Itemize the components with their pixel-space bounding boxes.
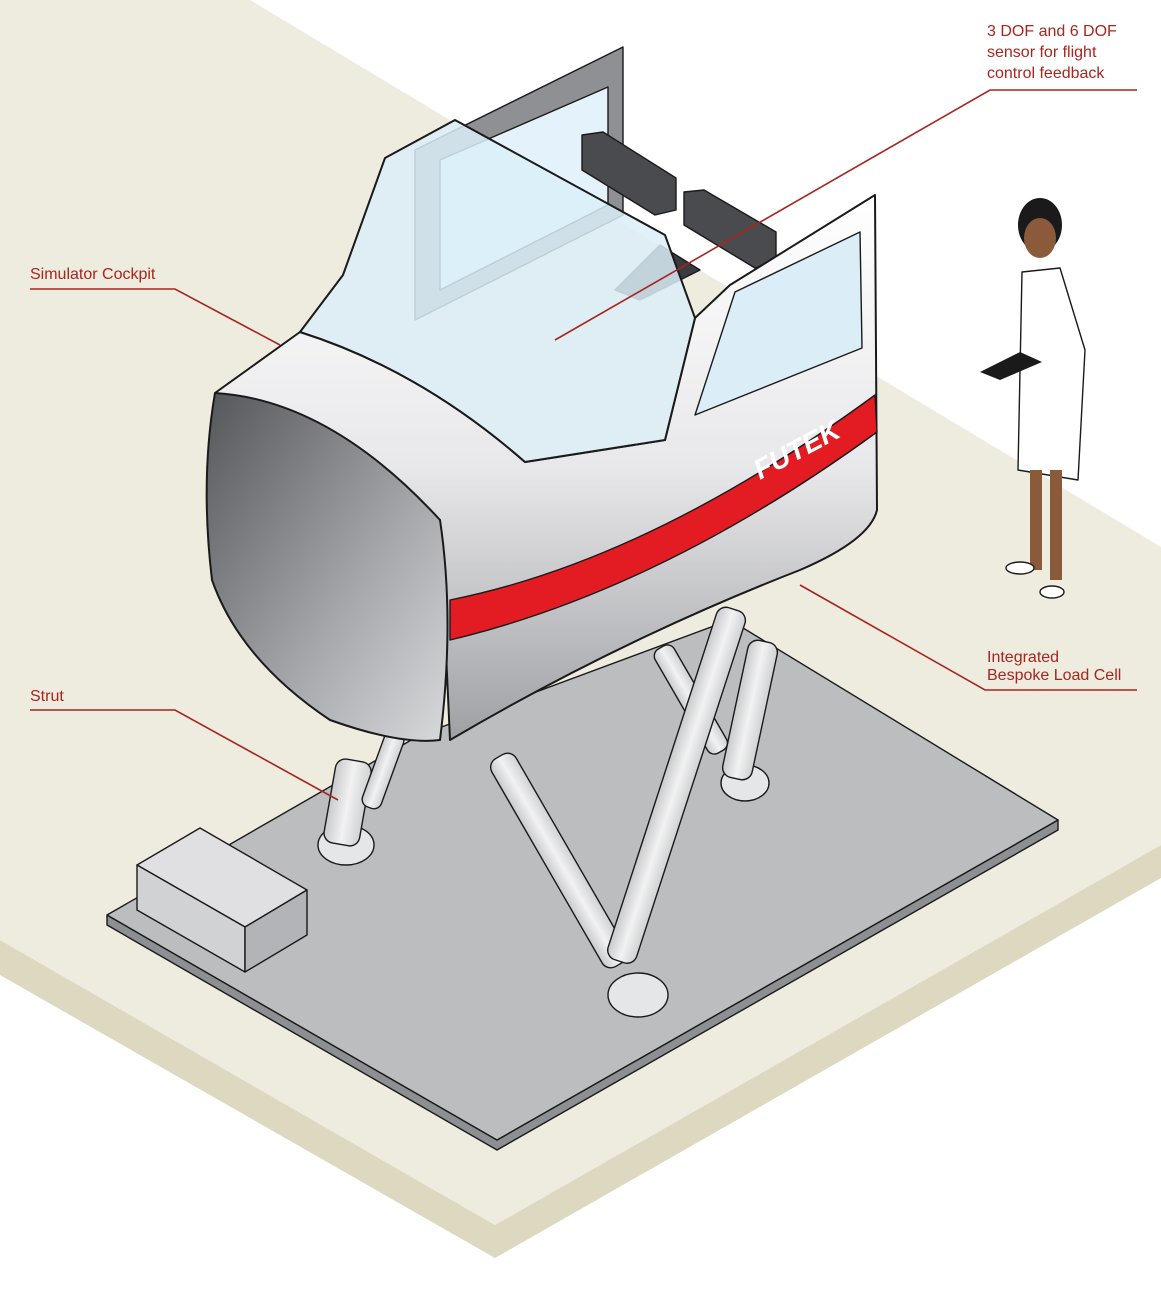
seat-left [581,131,677,216]
seat-right [683,189,777,269]
struts [317,606,779,1018]
callout-leaders [30,89,1137,801]
canopy-glass [299,119,696,463]
svg-text:Integrated: Integrated [987,649,1059,666]
callout-simulator-cockpit: Simulator Cockpit [30,266,156,283]
control-box [136,827,308,973]
side-window [694,231,863,416]
callout-load-cell: Integrated Bespoke Load Cell [987,649,1121,684]
svg-text:sensor for flight: sensor for flight [987,44,1097,61]
red-stripe [449,394,878,641]
svg-text:Bespoke Load Cell: Bespoke Load Cell [987,667,1121,684]
svg-text:3 DOF and 6 DOF: 3 DOF and 6 DOF [987,23,1117,40]
cockpit-nose [205,392,449,742]
simulator-cockpit: FUTEK [205,119,878,742]
operator-figure [980,198,1086,599]
svg-text:control feedback: control feedback [987,65,1105,82]
tablet-icon [980,352,1042,380]
callout-dof-sensor: 3 DOF and 6 DOF sensor for flight contro… [987,23,1117,82]
callout-strut: Strut [30,688,64,705]
